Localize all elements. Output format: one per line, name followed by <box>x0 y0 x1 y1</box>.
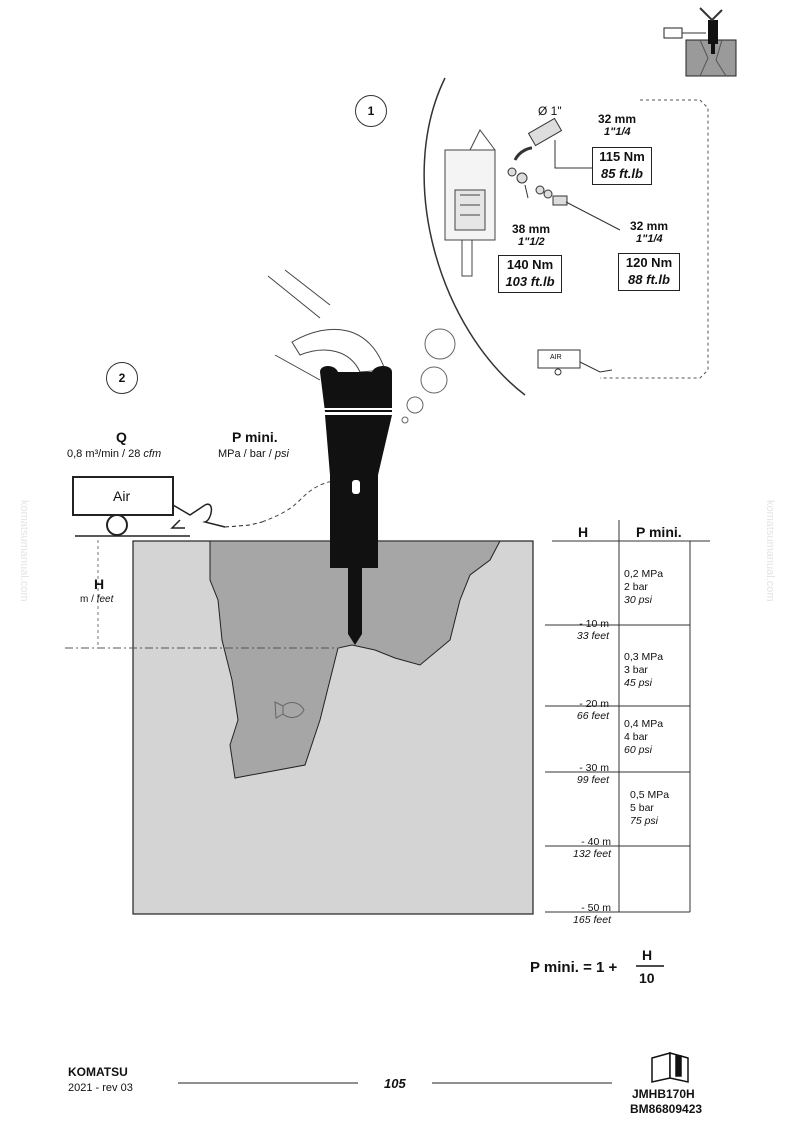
depth-m: - 40 m <box>581 836 611 848</box>
flow-q-value-text: 0,8 m³/min / 28 <box>67 448 141 460</box>
pressure-row-2: 0,3 MPa 3 bar 45 psi <box>624 651 663 690</box>
depth-h-label: H <box>94 576 105 592</box>
footer-model: JMHB170H <box>632 1087 695 1101</box>
pressure-mpa: 0,5 MPa <box>630 789 670 801</box>
small-compressor-drawing <box>537 349 613 376</box>
fitting-a-torque-box: 115 Nm 85 ft.lb <box>592 147 652 185</box>
footer-year-rev: 2021 - rev 03 <box>68 1082 133 1094</box>
trench-water <box>209 540 501 779</box>
depth-m: - 30 m <box>579 762 609 774</box>
fitting-c-size-in: 1"1/4 <box>636 233 663 245</box>
fitting-a-size-mm: 32 mm <box>598 112 637 126</box>
depth-h-units: m / feet <box>80 594 113 605</box>
air-compressor-drawing <box>72 476 341 536</box>
depth-ft: 33 feet <box>576 630 609 642</box>
formula-denominator: 10 <box>639 970 655 986</box>
fish-drawing <box>282 702 305 718</box>
pressure-psi: 60 psi <box>624 744 653 756</box>
fitting-c-torque-box: 120 Nm 88 ft.lb <box>618 253 680 291</box>
fitting-b-torque-nm: 140 Nm <box>506 257 554 272</box>
pressure-mpa: 0,4 MPa <box>624 718 664 730</box>
pressure-bar: 3 bar <box>624 664 648 676</box>
pressure-psi: 30 psi <box>624 594 653 606</box>
fitting-b-size-mm: 38 mm <box>512 222 551 236</box>
flow-q-unit: cfm <box>143 448 162 460</box>
hydraulic-breaker-drawing <box>320 366 393 645</box>
pressure-units-text: MPa / bar / <box>218 448 272 460</box>
table-header-p-mini: P mini. <box>636 524 682 540</box>
pressure-units-psi: psi <box>274 448 289 460</box>
flow-q-label: Q <box>116 429 127 445</box>
pressure-psi: 45 psi <box>624 677 653 689</box>
pressure-bar: 5 bar <box>630 802 654 814</box>
pressure-mpa: 0,2 MPa <box>624 568 664 580</box>
breaker-thumbnail-icon <box>663 7 737 77</box>
compressor-air-label: Air <box>113 488 131 504</box>
depth-row-3: - 30 m 99 feet <box>551 762 609 786</box>
footer-doc-code: BM86809423 <box>630 1102 703 1116</box>
depth-ft: 165 feet <box>573 914 611 926</box>
pressure-units: MPa / bar / psi <box>218 448 289 460</box>
footer-brand: KOMATSU <box>68 1065 128 1079</box>
page-number: 105 <box>384 1076 406 1091</box>
air-bubbles <box>401 328 456 424</box>
hose-diameter-label: Ø 1" <box>538 104 562 118</box>
callout-number-1: 1 <box>355 95 387 127</box>
depth-h-units-text: m / <box>80 594 94 605</box>
depth-m: - 20 m <box>579 698 609 710</box>
pressure-row-3: 0,4 MPa 4 bar 60 psi <box>624 718 663 757</box>
depth-table-grid <box>545 520 710 913</box>
depth-m: - 50 m <box>581 902 611 914</box>
fitting-c-torque-nm: 120 Nm <box>625 255 673 270</box>
fitting-a-size-in: 1"1/4 <box>604 126 631 138</box>
breaker-detail-drawing <box>444 129 496 277</box>
small-compressor-label: AIR <box>550 354 562 361</box>
depth-row-2: - 20 m 66 feet <box>551 698 609 722</box>
pressure-label: P mini. <box>232 429 278 445</box>
formula-lhs: P mini. = 1 + <box>530 959 618 976</box>
depth-ft: 99 feet <box>576 774 609 786</box>
diver-hand-drawing <box>267 269 386 381</box>
pressure-psi: 75 psi <box>630 815 659 827</box>
depth-m: - 10 m <box>579 618 609 630</box>
pressure-bar: 4 bar <box>624 731 648 743</box>
fitting-c-torque-ftlb: 88 ft.lb <box>628 272 670 287</box>
depth-row-1: - 10 m 33 feet <box>551 618 609 642</box>
pressure-bar: 2 bar <box>624 581 648 593</box>
fitting-b-torque-box: 140 Nm 103 ft.lb <box>498 255 562 293</box>
pressure-row-4: 0,5 MPa 5 bar 75 psi <box>630 789 669 828</box>
depth-row-4: - 40 m 132 feet <box>553 836 611 860</box>
fitting-a-torque-ftlb: 85 ft.lb <box>601 166 643 181</box>
callout-number-2: 2 <box>106 362 138 394</box>
formula-numerator: H <box>642 947 653 963</box>
table-header-h: H <box>578 524 589 540</box>
fitting-b-torque-ftlb: 103 ft.lb <box>505 274 555 289</box>
fitting-b-size-in: 1"1/2 <box>518 236 545 248</box>
fitting-a-torque-nm: 115 Nm <box>599 149 645 164</box>
pressure-mpa: 0,3 MPa <box>624 651 664 663</box>
pressure-row-1: 0,2 MPa 2 bar 30 psi <box>624 568 663 607</box>
hose-fittings-drawing <box>507 117 568 206</box>
depth-row-5: - 50 m 165 feet <box>553 902 611 926</box>
manual-book-icon <box>651 1052 689 1083</box>
fitting-c-size-mm: 32 mm <box>630 219 669 233</box>
depth-ft: 132 feet <box>573 848 611 860</box>
depth-h-units-feet: feet <box>96 594 114 605</box>
depth-ft: 66 feet <box>576 710 609 722</box>
flow-q-value: 0,8 m³/min / 28 cfm <box>67 448 161 460</box>
